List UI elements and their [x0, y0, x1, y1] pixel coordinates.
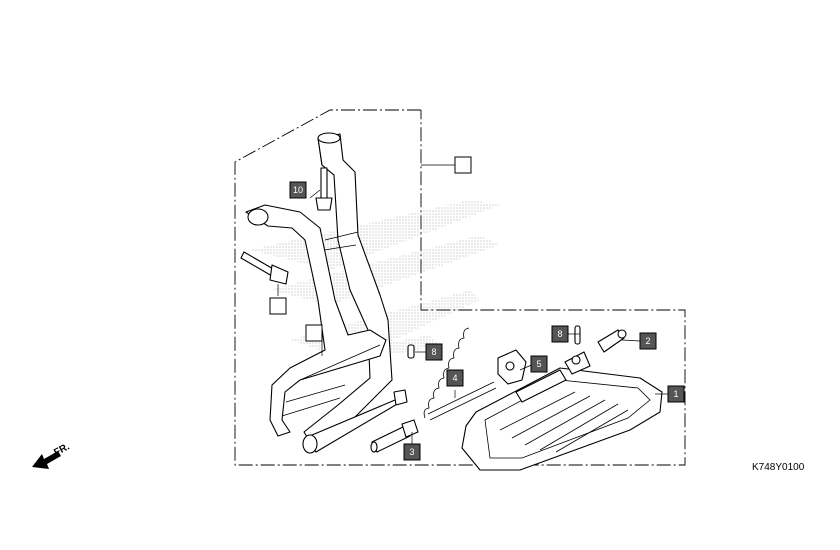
spring-4 [423, 327, 497, 421]
stand-pivot-bolt [240, 251, 289, 285]
assembly-boundary [234, 109, 686, 466]
callout-8a: 8 [425, 343, 443, 361]
callout-8b: 8 [551, 325, 569, 343]
bracket-5 [497, 349, 527, 385]
callout-1-label: 1 [673, 389, 678, 399]
callout-2: 2 [639, 332, 657, 350]
callout-3: 3 [403, 443, 421, 461]
main-stand [245, 132, 408, 454]
callout-4-label: 4 [452, 373, 457, 383]
callout-5-label: 5 [536, 359, 541, 369]
callout-10-label: 10 [293, 185, 303, 195]
callout-blank-a [454, 156, 472, 174]
callout-blank-c [305, 324, 323, 342]
front-direction-label: FR. [52, 441, 72, 458]
callout-2-label: 2 [645, 336, 650, 346]
callout-blank-b [269, 297, 287, 315]
callout-5: 5 [530, 355, 548, 373]
pin-8b [574, 325, 581, 345]
callout-10: 10 [289, 181, 307, 199]
diagram-code: K748Y0100 [752, 462, 805, 473]
callout-8b-label: 8 [557, 329, 562, 339]
callout-4: 4 [446, 369, 464, 387]
callout-8a-label: 8 [431, 347, 436, 357]
callout-1: 1 [667, 385, 685, 403]
rod-3 [370, 419, 419, 453]
step-1 [461, 351, 663, 471]
collar-2 [597, 329, 627, 353]
leader-lines [277, 164, 668, 445]
front-direction-marker: FR. [32, 441, 72, 469]
pin-8a [407, 344, 415, 359]
flange-bolt-10 [315, 167, 333, 211]
front-direction-arrow-icon [32, 451, 61, 469]
callout-3-label: 3 [409, 447, 414, 457]
